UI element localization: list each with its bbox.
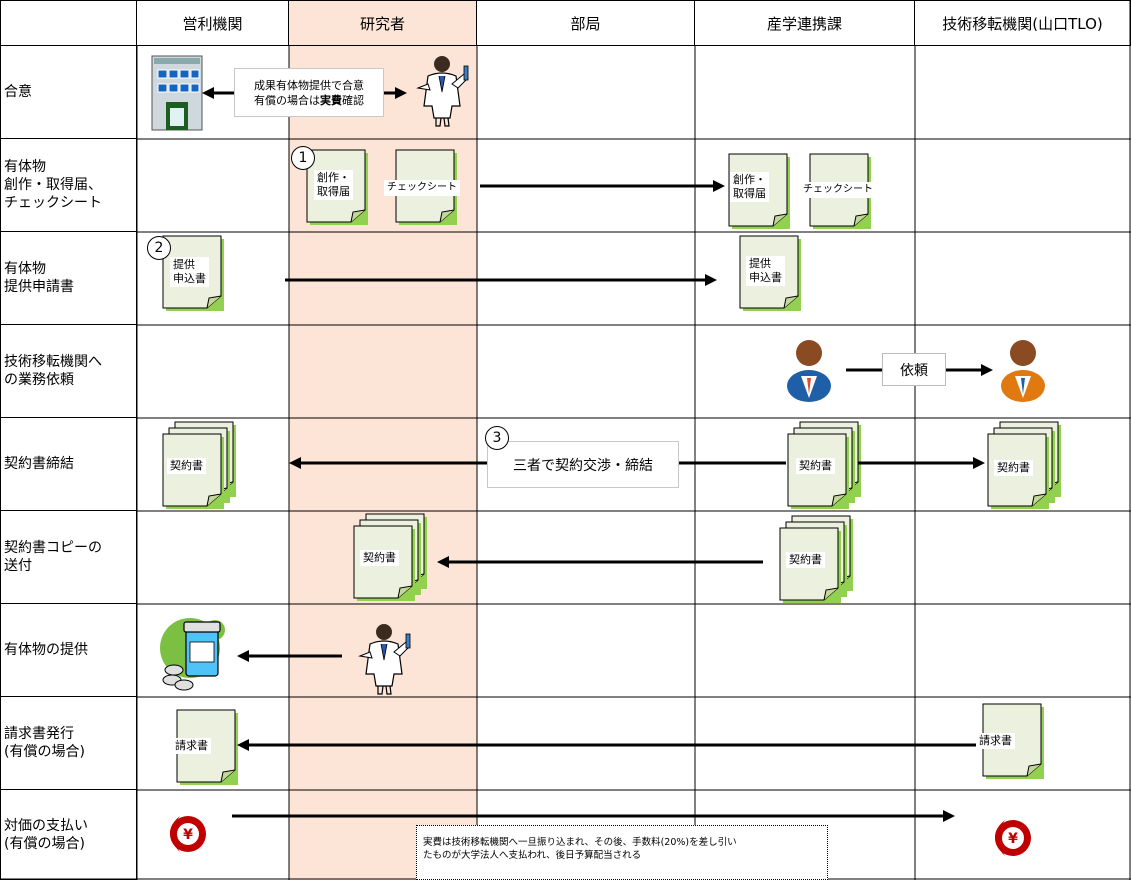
row-label-agreement: 合意 (0, 46, 137, 139)
payment-note-line1: 実費は技術移転機関へ一旦振り込まれ、その後、手数料(20%)を差し引い (423, 837, 737, 848)
negotiation-label: 三者で契約交渉・締結 (487, 441, 679, 488)
header-industry-collab: 産学連携課 (695, 0, 915, 46)
header-researcher: 研究者 (289, 0, 477, 46)
contract-copy-collab-label: 契約書 (786, 552, 825, 568)
row-label-invoice: 請求書発行 (有償の場合) (0, 697, 137, 790)
agreement-line1: 成果有体物提供で合意 (254, 78, 364, 92)
request-label: 依頼 (882, 353, 946, 386)
application-form-copy-label: 提供 申込書 (746, 256, 785, 286)
agreement-note: 成果有体物提供で合意 有償の場合は実費確認 (234, 68, 384, 117)
payment-note-line2: たものが大学法人へ支払われ、後日予算配当される (423, 850, 642, 861)
row-label-contract: 契約書締結 (0, 418, 137, 511)
step-1-marker: 1 (291, 146, 315, 170)
invoice-company-label: 請求書 (172, 738, 211, 754)
researcher-column-bg (289, 0, 477, 880)
contract-collab-label: 契約書 (796, 458, 835, 474)
row-label-material-registration: 有体物 創作・取得届、 チェックシート (0, 139, 137, 232)
contract-copy-researcher-label: 契約書 (360, 550, 399, 566)
header-tlo: 技術移転機関(山口TLO) (915, 0, 1131, 46)
header-company: 営利機関 (137, 0, 289, 46)
contract-tlo-label: 契約書 (994, 460, 1033, 476)
invoice-tlo-label: 請求書 (976, 733, 1015, 749)
step-3-marker: 3 (485, 426, 509, 450)
actual-cost-emphasis: 実費 (320, 93, 342, 107)
checksheet-label: チェックシート (384, 180, 460, 196)
step-2-marker: 2 (147, 236, 171, 260)
row-label-contract-copy: 契約書コピーの 送付 (0, 511, 137, 604)
creation-form-copy-label: 創作・ 取得届 (730, 172, 769, 202)
application-form-label: 提供 申込書 (170, 257, 209, 287)
payment-note: 実費は技術移転機関へ一旦振り込まれ、その後、手数料(20%)を差し引い たものが… (416, 825, 828, 880)
row-label-application: 有体物 提供申請書 (0, 232, 137, 325)
contract-company-label: 契約書 (167, 458, 206, 474)
row-label-provision: 有体物の提供 (0, 604, 137, 697)
creation-form-label: 創作・ 取得届 (314, 170, 353, 200)
row-label-payment: 対価の支払い (有償の場合) (0, 790, 137, 880)
agreement-line2: 有償の場合は実費確認 (254, 93, 364, 107)
checksheet-copy-label: チェックシート (800, 182, 876, 198)
header-department: 部局 (477, 0, 695, 46)
row-label-tlo-request: 技術移転機関へ の業務依頼 (0, 325, 137, 418)
